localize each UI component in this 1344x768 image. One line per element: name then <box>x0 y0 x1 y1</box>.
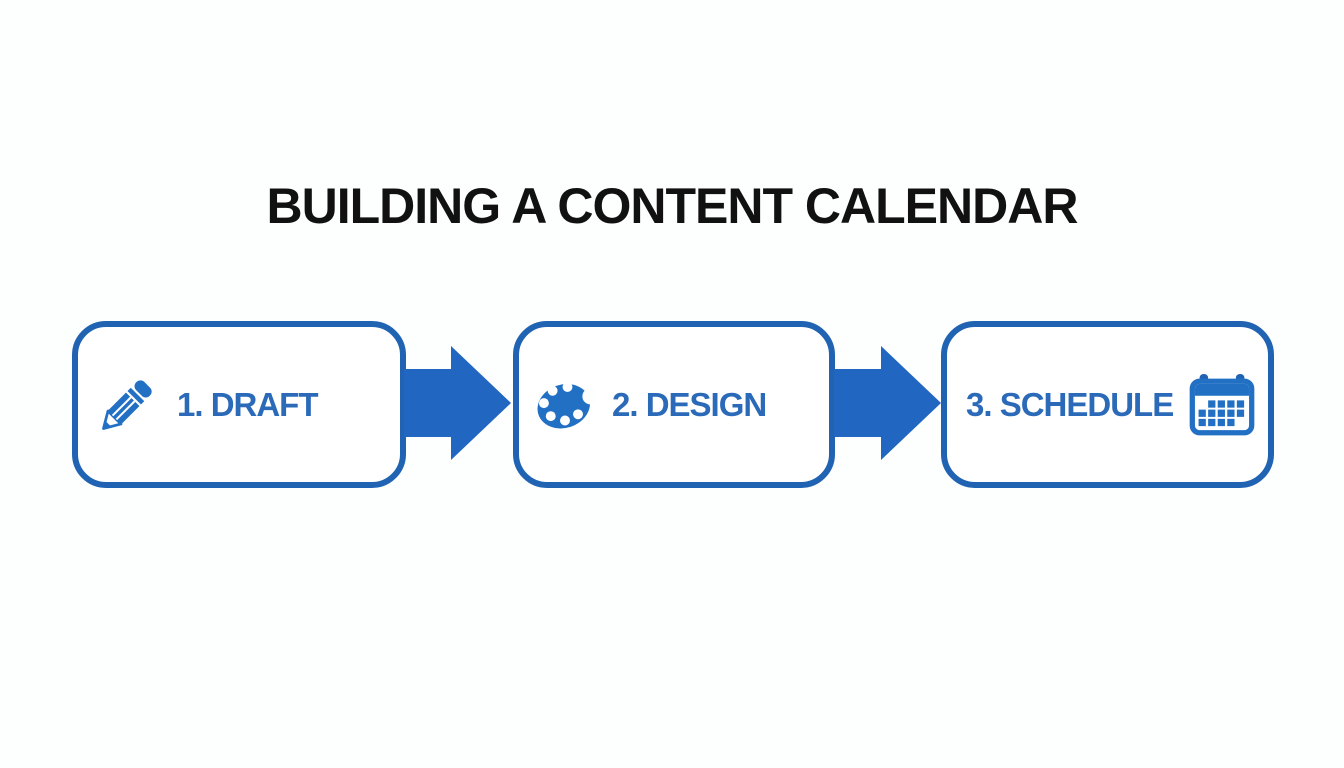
arrow-right-icon <box>834 346 941 460</box>
step-label: 1. DRAFT <box>177 385 318 423</box>
calendar-icon <box>1189 372 1255 438</box>
arrow-right-icon <box>404 346 511 460</box>
step-label: 3. SCHEDULE <box>966 385 1174 423</box>
page-title: BUILDING A CONTENT CALENDAR <box>266 178 1079 234</box>
step-box-draft: 1. DRAFT <box>72 321 406 488</box>
palette-icon <box>534 374 596 436</box>
step-box-design: 2. DESIGN <box>513 321 835 488</box>
pencil-icon <box>93 371 161 439</box>
step-box-schedule: 3. SCHEDULE <box>941 321 1274 488</box>
step-label: 2. DESIGN <box>612 385 767 423</box>
